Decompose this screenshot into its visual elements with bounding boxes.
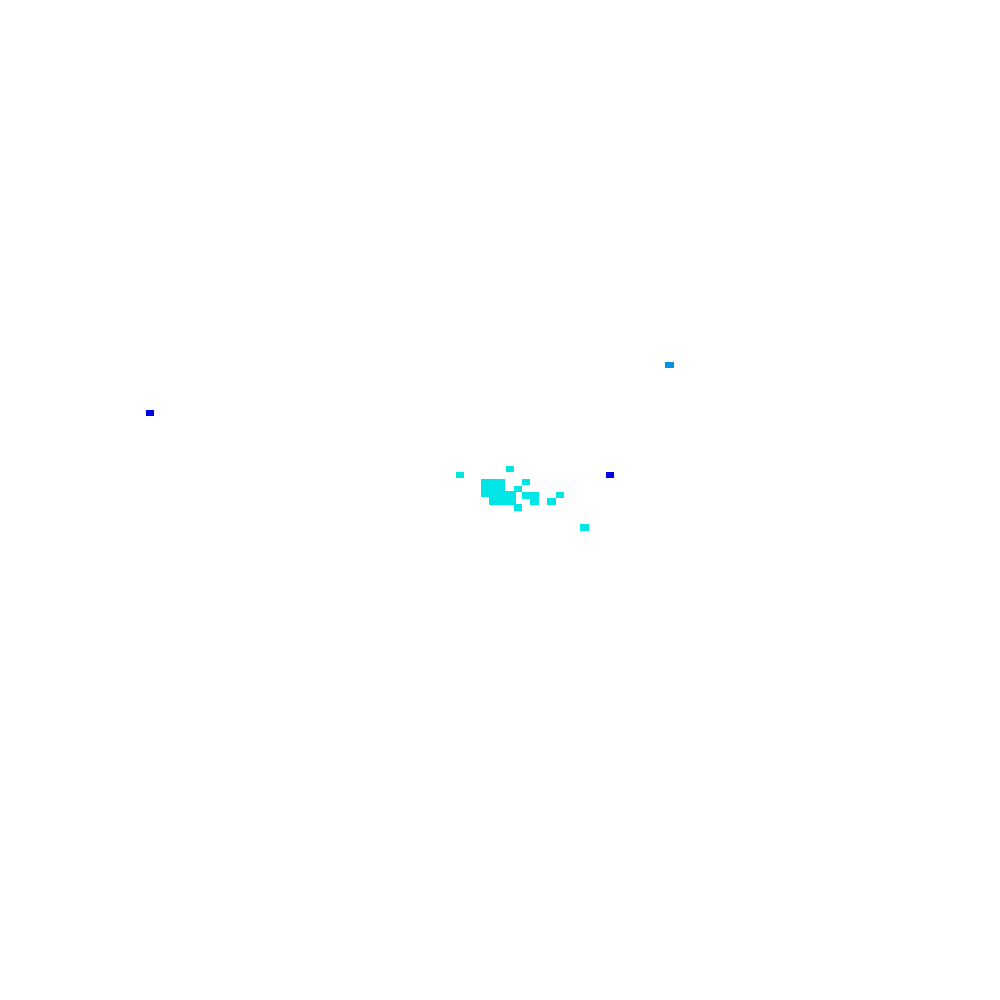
cluster-pixel <box>514 486 522 492</box>
outlier-pixel <box>665 362 674 368</box>
cluster-pixel <box>547 498 556 505</box>
cluster-pixel <box>514 504 522 511</box>
cluster-pixel <box>580 524 589 531</box>
cluster-pixel <box>522 479 530 485</box>
cluster-pixel <box>556 492 564 498</box>
cluster-pixel <box>489 491 516 505</box>
cluster-pixel <box>522 492 539 499</box>
cluster-pixel <box>456 472 464 478</box>
outlier-pixel <box>146 410 154 416</box>
outlier-pixel <box>606 472 614 478</box>
cluster-pixel <box>506 466 514 472</box>
cluster-pixel <box>530 498 539 505</box>
